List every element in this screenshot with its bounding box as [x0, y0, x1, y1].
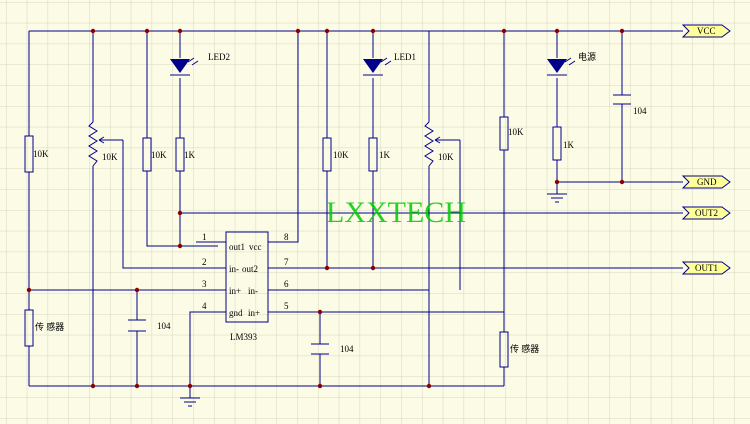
led-icon-2: LED1	[363, 52, 416, 76]
svg-text:104: 104	[157, 321, 171, 331]
port-out1: OUT1	[681, 261, 731, 275]
svg-text:in-: in-	[248, 286, 258, 296]
ic-lm393: 1 2 3 4 5 6 7 8 out1 in- in+ gnd in+ in-…	[196, 231, 298, 342]
ground-icon-2	[547, 193, 567, 203]
svg-text:in+: in+	[248, 308, 260, 318]
svg-text:in+: in+	[229, 286, 241, 296]
svg-text:10K: 10K	[333, 150, 349, 160]
resistor-r8: 10K	[499, 116, 524, 151]
sensor-2: 传 感器	[499, 331, 539, 368]
potentiometer-r7: 10K	[424, 121, 461, 290]
svg-text:传 感器: 传 感器	[35, 321, 64, 332]
led-icon-1: LED2	[170, 52, 230, 76]
svg-text:7: 7	[284, 257, 289, 267]
capacitor-c1: 104	[128, 319, 171, 332]
svg-text:1K: 1K	[184, 150, 196, 160]
svg-text:out2: out2	[242, 264, 258, 274]
svg-text:10K: 10K	[438, 152, 454, 162]
potentiometer-r2: 10K	[88, 121, 124, 167]
svg-text:LED1: LED1	[394, 52, 416, 62]
watermark-text: LXXTECH	[326, 196, 466, 229]
svg-text:传 感器: 传 感器	[510, 343, 539, 354]
wires	[28, 30, 683, 398]
svg-text:1K: 1K	[563, 140, 575, 150]
sensor-1: 传 感器	[24, 309, 64, 347]
port-vcc: VCC	[681, 24, 731, 38]
svg-text:10K: 10K	[508, 127, 524, 137]
svg-text:6: 6	[284, 279, 289, 289]
svg-text:VCC: VCC	[697, 26, 716, 36]
svg-text:LM393: LM393	[230, 332, 258, 342]
svg-text:2: 2	[202, 257, 207, 267]
svg-text:OUT2: OUT2	[695, 208, 718, 218]
svg-text:10K: 10K	[151, 150, 167, 160]
capacitor-c2: 104	[311, 343, 354, 355]
svg-text:10K: 10K	[33, 149, 49, 159]
svg-text:OUT1: OUT1	[695, 263, 718, 273]
svg-text:1K: 1K	[379, 150, 391, 160]
svg-text:8: 8	[284, 232, 289, 242]
svg-text:电源: 电源	[578, 51, 596, 62]
capacitor-c3: 104	[613, 94, 647, 116]
resistor-r5: 10K	[322, 137, 349, 172]
port-gnd: GND	[681, 175, 731, 189]
svg-text:LED2: LED2	[208, 52, 230, 62]
junctions	[26, 28, 625, 389]
svg-text:104: 104	[633, 106, 647, 116]
svg-text:104: 104	[340, 344, 354, 354]
resistor-r6: 1K	[368, 137, 391, 172]
port-out2: OUT2	[681, 206, 731, 220]
svg-text:gnd: gnd	[229, 308, 243, 318]
resistor-r9: 1K	[552, 126, 575, 161]
svg-text:3: 3	[202, 279, 207, 289]
ground-icon-1	[180, 397, 200, 407]
resistor-r4: 1K	[175, 137, 196, 172]
led-icon-power: 电源	[547, 51, 596, 76]
svg-text:1: 1	[202, 232, 207, 242]
svg-text:in-: in-	[229, 264, 239, 274]
svg-text:5: 5	[284, 301, 289, 311]
svg-text:vcc: vcc	[249, 242, 262, 252]
svg-text:GND: GND	[697, 177, 717, 187]
svg-text:10K: 10K	[102, 152, 118, 162]
svg-text:out1: out1	[229, 242, 245, 252]
resistor-r1: 10K	[24, 135, 49, 173]
resistor-r3: 10K	[142, 137, 167, 172]
svg-text:4: 4	[202, 301, 207, 311]
